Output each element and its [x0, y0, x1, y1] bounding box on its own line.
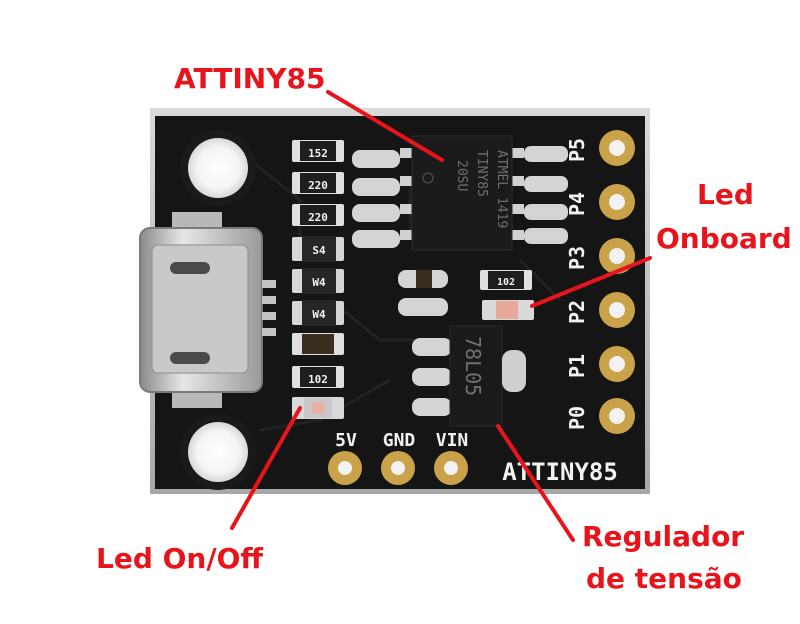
led-onboard	[482, 300, 534, 320]
smd-capacitor-middle	[398, 270, 448, 316]
smd-resistor-4: 102	[292, 366, 344, 388]
smd-capacitor-top	[352, 150, 400, 248]
resistor-code-label: 152	[308, 147, 328, 160]
resistor-code-label: 220	[308, 211, 328, 224]
diode-code-label: W4	[312, 276, 326, 289]
pin-label-5v: 5V	[335, 430, 357, 451]
pad-5v	[328, 451, 362, 485]
smd-resistor-3: 220	[292, 204, 344, 226]
callout-led-onboard-line1: Led	[697, 178, 754, 211]
pin-label-p5: P5	[565, 138, 589, 162]
chip-marking-line1: ATMEL 1419	[494, 150, 509, 228]
diode-3: W4	[292, 300, 344, 326]
pin-label-vin: VIN	[436, 430, 469, 451]
diode-1: S4	[292, 236, 344, 262]
pin-label-gnd: GND	[383, 430, 416, 451]
mounting-hole-bottom	[180, 414, 256, 490]
smd-capacitor	[292, 333, 344, 355]
led-power	[292, 397, 344, 419]
smd-capacitor-right	[524, 146, 568, 244]
callout-lines	[230, 90, 652, 542]
voltage-regulator: 78L05	[412, 325, 526, 427]
diode-code-label: W4	[312, 308, 326, 321]
diode-2: W4	[292, 268, 344, 294]
micro-usb-connector	[139, 212, 276, 408]
regulator-marking: 78L05	[461, 336, 485, 396]
callout-regulador-line2: de tensão	[586, 562, 742, 595]
smd-resistor-1: 152	[292, 140, 344, 162]
smd-resistor-2: 220	[292, 172, 344, 194]
pin-label-p1: P1	[565, 354, 589, 378]
chip-marking-line2: TINY85	[474, 150, 489, 197]
callout-attiny85: ATTINY85	[174, 62, 326, 95]
callout-led-onoff: Led On/Off	[96, 542, 264, 575]
io-pads	[599, 130, 635, 434]
pin-label-p4: P4	[565, 192, 589, 216]
resistor-code-label: 102	[497, 277, 515, 288]
chip-marking-line3: 20SU	[454, 160, 469, 191]
attiny85-chip: ATMEL 1419 TINY85 20SU	[400, 135, 524, 251]
callout-led-onboard-line2: Onboard	[656, 222, 792, 255]
pin-label-p0: P0	[565, 406, 589, 430]
resistor-code-label: 102	[308, 373, 328, 386]
pin-label-p2: P2	[565, 300, 589, 324]
pad-gnd	[381, 451, 415, 485]
resistor-code-label: 220	[308, 179, 328, 192]
smd-resistor-5: 102	[480, 270, 532, 290]
pad-vin	[434, 451, 468, 485]
diode-code-label: S4	[312, 244, 326, 257]
pin-label-p3: P3	[565, 246, 589, 270]
mounting-hole-top	[180, 130, 256, 206]
callout-regulador-line1: Regulador	[582, 520, 745, 553]
